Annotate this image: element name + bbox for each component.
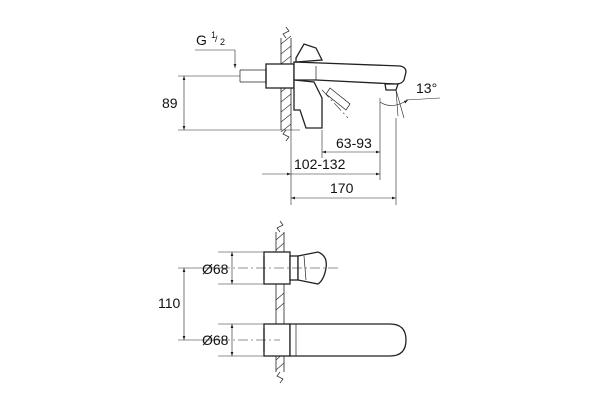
thread-denominator: 2 <box>220 37 225 47</box>
angle-callout: 13° <box>379 80 441 119</box>
mixer-body <box>220 251 340 285</box>
wall-body <box>239 63 295 89</box>
dim-102-132-label: 102-132 <box>294 156 346 172</box>
angle-label: 13° <box>416 80 437 96</box>
height-dimension: 89 <box>162 75 300 131</box>
lever-handle <box>293 43 351 129</box>
thread-slash: / <box>215 34 218 44</box>
dim-102-132: 102-132 <box>262 130 381 205</box>
front-view: Ø68 Ø68 110 <box>158 220 407 384</box>
thread-callout: G 1 / 2 <box>195 30 237 68</box>
height-89-label: 89 <box>162 95 178 111</box>
front-wall-section <box>275 220 285 384</box>
side-view: G 1 / 2 89 13° 63-93 <box>162 26 441 205</box>
spacing-110-label: 110 <box>158 295 181 311</box>
spout <box>293 61 407 91</box>
dim-63-93-label: 63-93 <box>336 135 372 151</box>
dia-top-label: Ø68 <box>202 261 229 277</box>
dim-170-label: 170 <box>330 180 354 196</box>
thread-numerator: 1 <box>211 30 216 40</box>
front-spout <box>220 323 407 357</box>
dia-top-dimension: Ø68 <box>202 251 264 285</box>
spacing-dimension: 110 <box>158 267 220 341</box>
dim-170: 170 <box>291 118 397 205</box>
thread-letter: G <box>196 32 207 48</box>
dim-63-93: 63-93 <box>321 98 381 158</box>
